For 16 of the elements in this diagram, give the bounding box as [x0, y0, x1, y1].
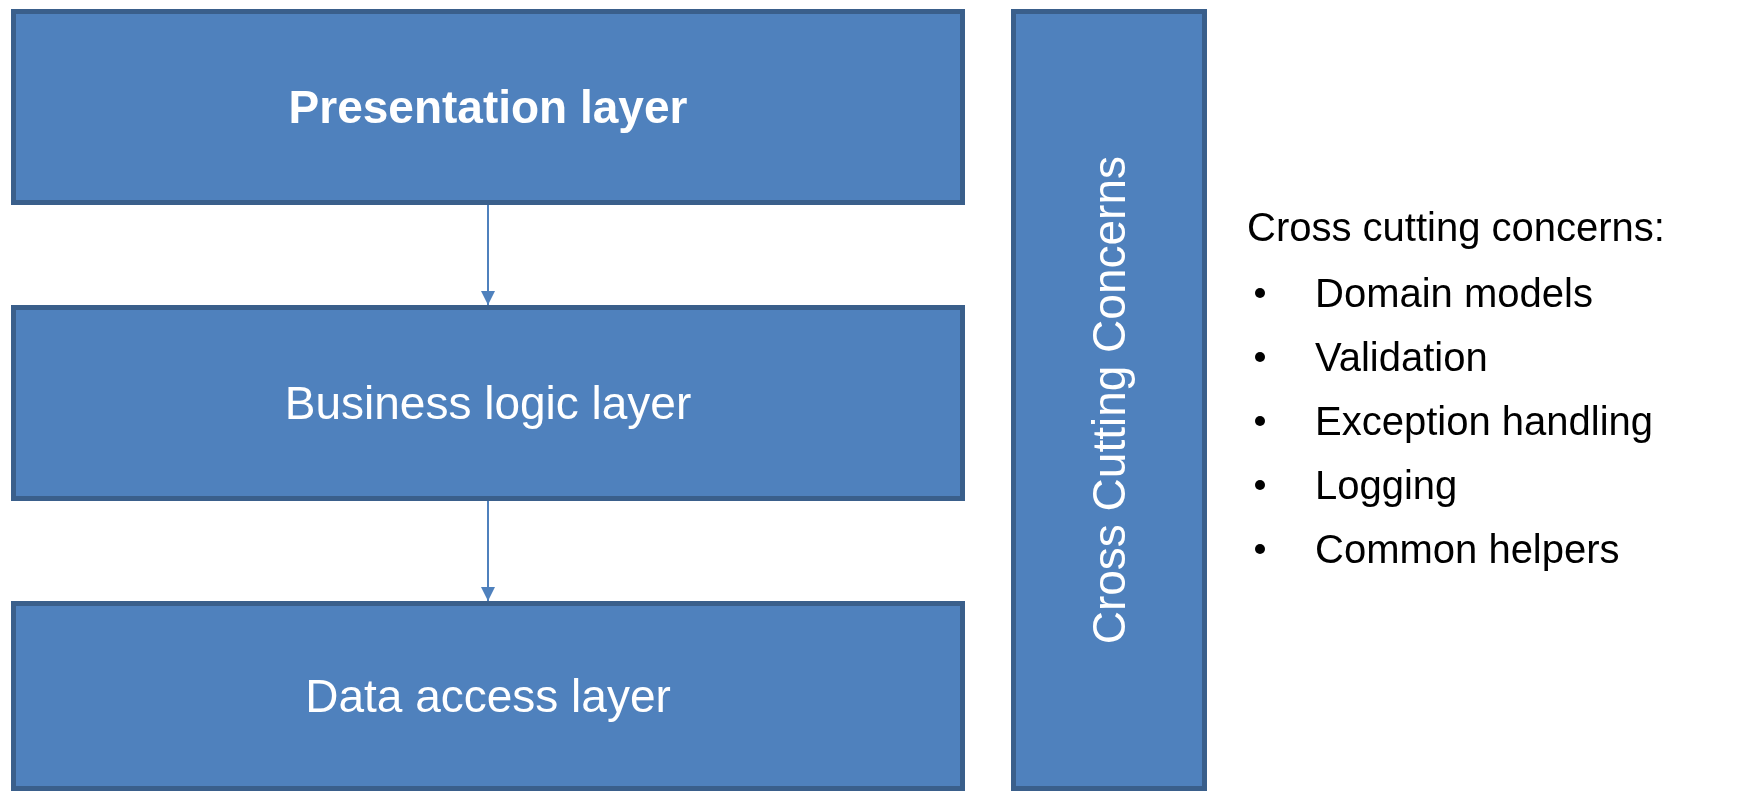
- layer-title: Presentation layer: [288, 80, 688, 134]
- list-item: Common helpers: [1315, 526, 1620, 572]
- layer-box: [11, 305, 965, 501]
- layer-box: [11, 601, 965, 791]
- list-heading: Cross cutting concerns:: [1247, 205, 1665, 250]
- layer-title: Business logic layer: [284, 376, 692, 430]
- layer-box: [11, 9, 965, 205]
- concerns-band: [1011, 9, 1207, 791]
- list-item: Validation: [1315, 334, 1488, 380]
- list-item: Logging: [1315, 462, 1458, 508]
- layer-title: Cross Cutting Concerns: [1082, 155, 1136, 645]
- arrow: [481, 204, 495, 306]
- list-item: Exception handling: [1315, 398, 1654, 444]
- arrow: [481, 500, 495, 602]
- layer-title: Data access layer: [305, 669, 671, 723]
- list-item: Domain models: [1315, 270, 1593, 316]
